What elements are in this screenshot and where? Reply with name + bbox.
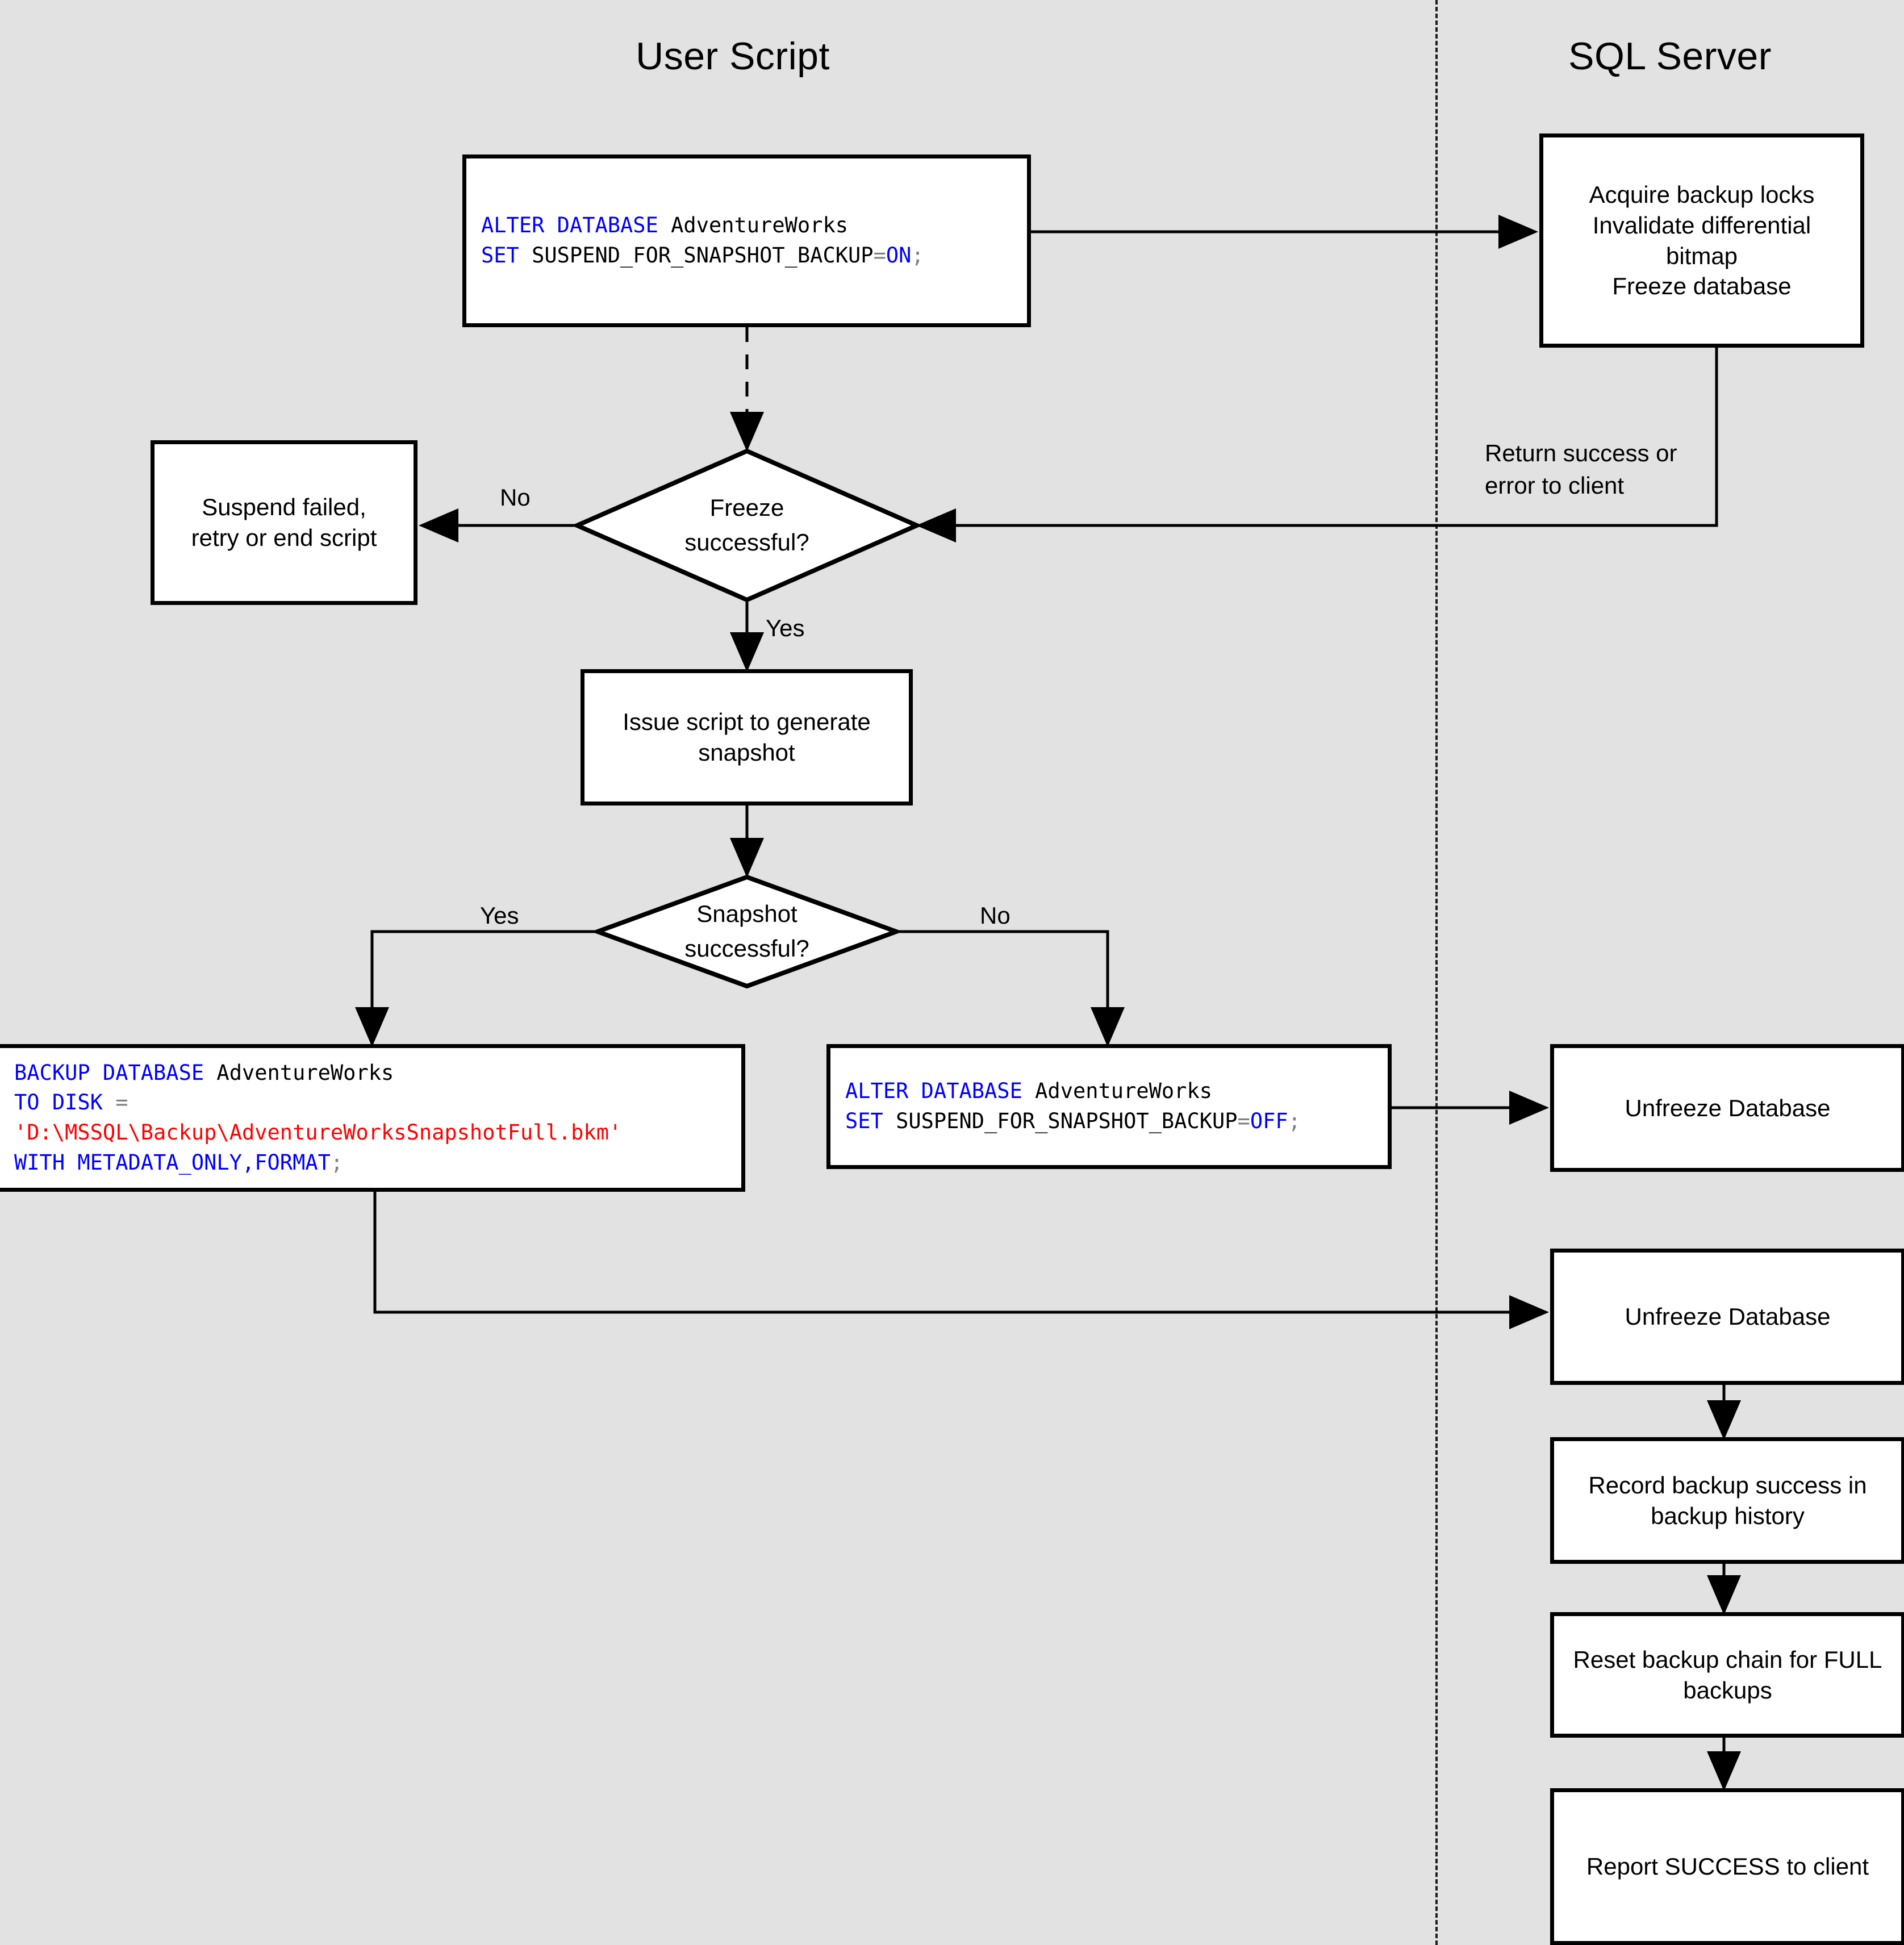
node-label: Record backup success in backup history xyxy=(1588,1471,1867,1529)
node-label: Reset backup chain for FULL backups xyxy=(1573,1646,1882,1704)
edge-label-freeze-yes: Yes xyxy=(766,615,805,641)
node-freeze-successful-decision: Freeze successful? xyxy=(575,449,919,602)
code-line: TO DISK = xyxy=(14,1090,128,1115)
node-label: Report SUCCESS to client xyxy=(1586,1853,1869,1880)
node-label: Unfreeze Database xyxy=(1625,1094,1831,1121)
edge-label-snapshot-yes: Yes xyxy=(480,902,519,929)
code-line: 'D:\MSSQL\Backup\AdventureWorksSnapshotF… xyxy=(14,1120,622,1145)
edge-label-freeze-no: No xyxy=(500,484,531,511)
node-label: Unfreeze Database xyxy=(1625,1303,1831,1330)
lane-title-sql-server: SQL Server xyxy=(1568,35,1772,78)
code-line: SET SUSPEND_FOR_SNAPSHOT_BACKUP=OFF; xyxy=(845,1109,1301,1133)
edge-label-snapshot-no: No xyxy=(980,902,1011,929)
code-line: ALTER DATABASE AdventureWorks xyxy=(845,1079,1213,1104)
node-unfreeze-database-2: Unfreeze Database xyxy=(1550,1249,1904,1385)
node-label: Suspend failed, retry or end script xyxy=(191,494,377,551)
code-line: WITH METADATA_ONLY,FORMAT; xyxy=(14,1150,344,1175)
node-acquire-backup-locks: Acquire backup locks Invalidate differen… xyxy=(1539,133,1864,348)
edge-snapshot-yes-to-backup xyxy=(355,930,595,1047)
node-alter-database-off: ALTER DATABASE AdventureWorks SET SUSPEN… xyxy=(826,1044,1392,1169)
node-alter-database-on: ALTER DATABASE AdventureWorks SET SUSPEN… xyxy=(462,155,1031,327)
node-label: Issue script to generate snapshot xyxy=(623,708,871,766)
swimlane-divider xyxy=(1435,0,1438,1945)
node-snapshot-successful-decision: Snapshot successful? xyxy=(595,875,899,988)
lane-title-user-script: User Script xyxy=(636,35,830,78)
node-backup-database: BACKUP DATABASE AdventureWorks TO DISK =… xyxy=(0,1044,745,1192)
edge-snapshot-no-to-alter-off xyxy=(899,930,1125,1047)
node-suspend-failed: Suspend failed, retry or end script xyxy=(151,440,417,605)
code-line: BACKUP DATABASE AdventureWorks xyxy=(14,1060,394,1085)
code-line: ALTER DATABASE AdventureWorks xyxy=(481,213,849,238)
code-line: SET SUSPEND_FOR_SNAPSHOT_BACKUP=ON; xyxy=(481,243,924,268)
node-record-backup-success: Record backup success in backup history xyxy=(1550,1437,1904,1564)
edge-label-return-success: Return success or error to client xyxy=(1485,440,1677,499)
node-label: Acquire backup locks Invalidate differen… xyxy=(1589,181,1815,300)
node-unfreeze-database-1: Unfreeze Database xyxy=(1550,1044,1904,1172)
node-report-success: Report SUCCESS to client xyxy=(1550,1788,1904,1945)
edge-backup-to-unfreeze-2 xyxy=(373,1192,1549,1329)
node-issue-script: Issue script to generate snapshot xyxy=(581,669,913,805)
node-reset-backup-chain: Reset backup chain for FULL backups xyxy=(1550,1612,1904,1738)
